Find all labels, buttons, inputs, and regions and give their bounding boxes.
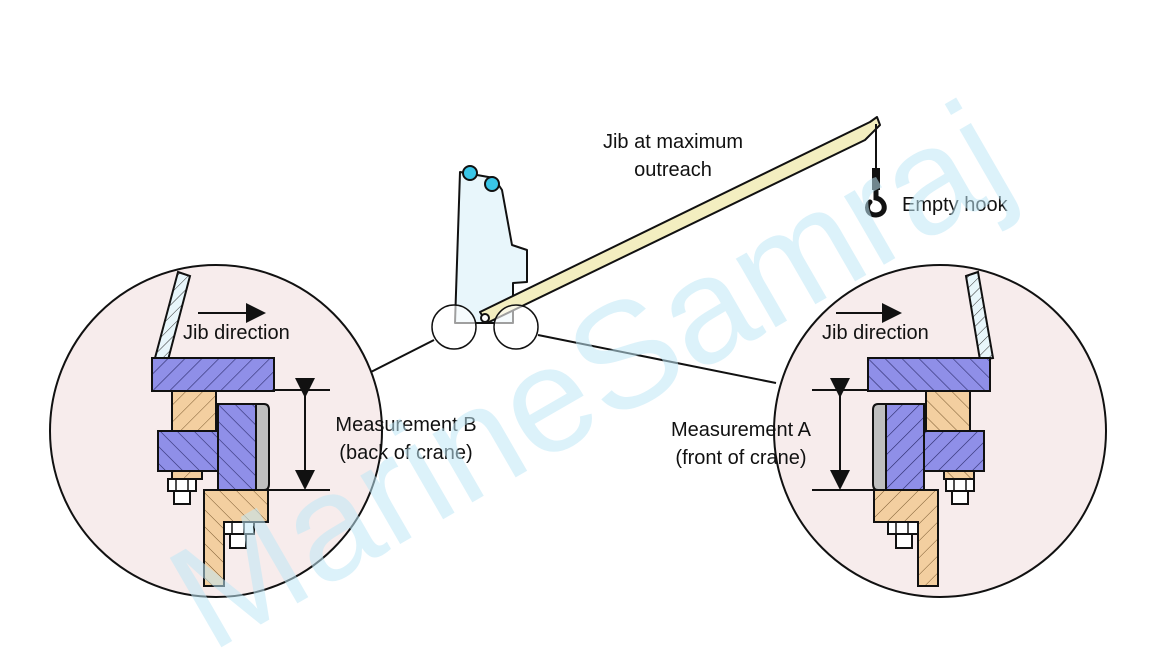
measurement-a-sublabel: (front of crane) bbox=[675, 447, 806, 469]
roller-bracket bbox=[885, 403, 925, 491]
sheave-icon bbox=[484, 176, 500, 192]
crane bbox=[431, 116, 887, 350]
bolt-icon bbox=[167, 478, 197, 492]
bolt-icon bbox=[887, 521, 919, 535]
empty-hook-label: Empty hook bbox=[902, 194, 1009, 216]
jib-pivot bbox=[480, 313, 490, 323]
support-block bbox=[171, 390, 217, 432]
roller-front bbox=[493, 304, 539, 350]
wiper-plate bbox=[964, 270, 995, 362]
hook-icon bbox=[865, 187, 887, 218]
jib bbox=[479, 116, 881, 324]
detail-front-of-crane: Jib direction bbox=[773, 264, 1107, 598]
jib-direction-label: Jib direction bbox=[822, 322, 929, 344]
bolt-icon bbox=[945, 478, 975, 492]
upper-rail bbox=[151, 357, 275, 392]
detail-back-of-crane: Jib direction bbox=[49, 264, 383, 598]
support-block bbox=[925, 390, 971, 432]
jib-direction-label: Jib direction bbox=[183, 322, 290, 344]
measurement-a-label: Measurement A bbox=[671, 419, 812, 441]
support-block-lower bbox=[943, 470, 975, 480]
leader-line-front bbox=[537, 334, 777, 384]
measurement-b-label: Measurement B bbox=[335, 414, 476, 436]
clamp-plate bbox=[157, 430, 221, 472]
measurement-b-sublabel: (back of crane) bbox=[339, 442, 472, 464]
hook-block bbox=[872, 168, 880, 190]
leader-line-back bbox=[364, 339, 435, 376]
clamp-plate bbox=[921, 430, 985, 472]
jib-max-outreach-label-2: outreach bbox=[634, 159, 712, 181]
support-block-lower bbox=[171, 470, 203, 480]
roller bbox=[872, 403, 887, 491]
roller-back bbox=[431, 304, 477, 350]
sheave-icon bbox=[462, 165, 478, 181]
upper-rail bbox=[867, 357, 991, 392]
jib-max-outreach-label: Jib at maximum bbox=[603, 131, 743, 153]
lower-bracket bbox=[873, 489, 939, 587]
